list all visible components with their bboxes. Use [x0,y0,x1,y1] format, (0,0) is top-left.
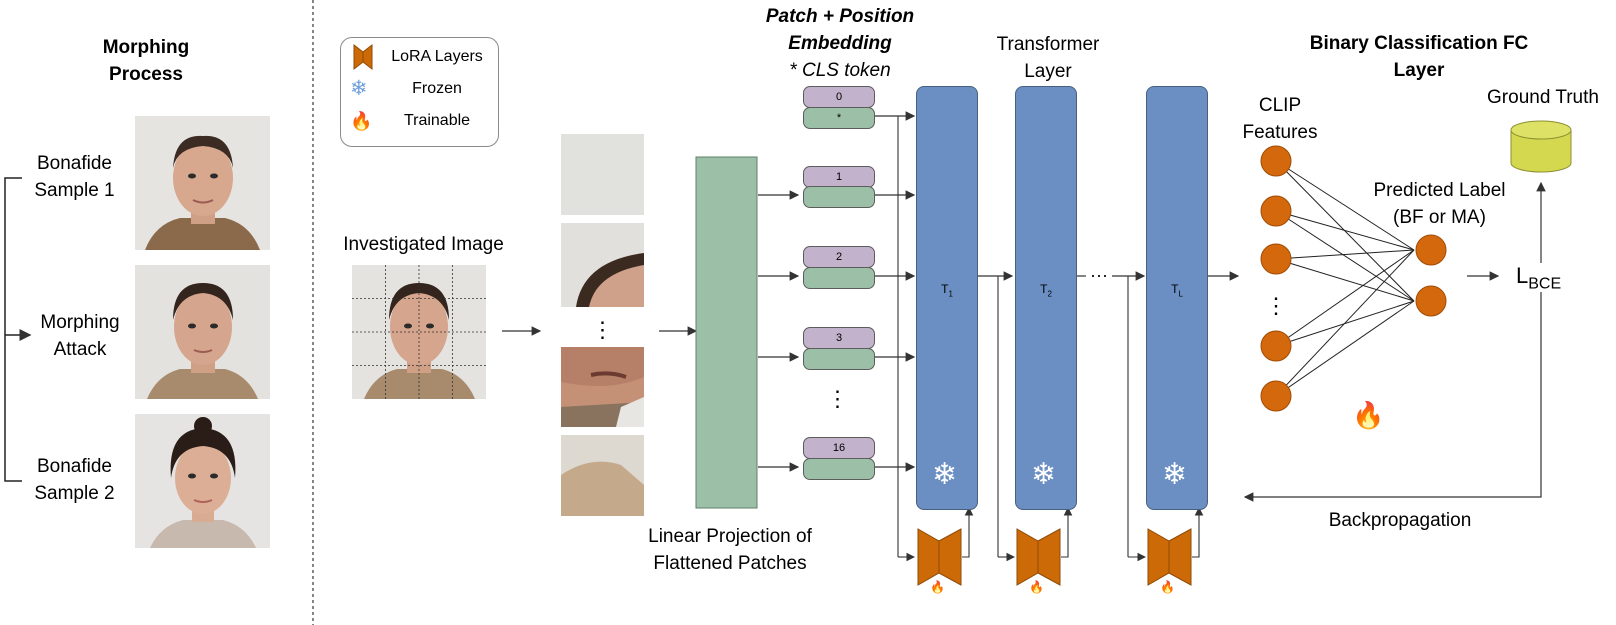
morphing-attack-label: Morphing Attack [40,312,120,360]
transformer-dots: ··· [1090,265,1108,285]
lora-icon [917,528,962,586]
position-token-16: 16 [803,437,875,459]
cls-token: * [803,107,875,129]
snowflake-icon: ❄ [350,77,368,100]
lora-icon [353,43,373,71]
patch-token-1 [803,186,875,208]
flame-icon: 🔥 [1160,580,1175,594]
morphed-face-image [135,265,270,399]
legend-row-frozen: ❄ Frozen [349,75,497,103]
snowflake-icon: ❄ [1162,458,1188,491]
linear-projection-label: Linear Projection of Flattened Patches [648,526,812,574]
snowflake-icon: ❄ [1031,458,1057,491]
patch-token-3 [803,348,875,370]
flame-icon: 🔥 [1352,400,1385,430]
flame-icon: 🔥 [930,580,945,594]
classification-title: Binary Classification FC Layer [1309,33,1529,81]
patch-image-1 [561,134,644,215]
lora-icon [1016,528,1061,586]
transformer-layer-L: TL ❄ [1146,86,1208,510]
legend-trainable-label: Trainable [403,112,471,129]
flame-icon: 🔥 [350,111,373,131]
bonafide-face-image-1 [135,116,270,250]
transformer-label-L: TL [1171,282,1183,299]
transformer-label-1: T1 [941,282,953,299]
patch-image-3 [561,347,644,427]
legend-row-trainable: 🔥 Trainable [349,107,497,135]
lora-icon [1147,528,1192,586]
position-token-3: 3 [803,327,875,349]
patch-ellipsis: ⋮ [591,317,614,342]
predicted-label: Predicted Label (BF or MA) [1373,180,1506,228]
morphing-title: Morphing Process [102,37,190,85]
token-ellipsis: ⋮ [826,386,849,411]
investigated-image-label: Investigated Image [343,234,504,255]
flame-icon: 🔥 [1029,580,1044,594]
position-token-2: 2 [803,246,875,268]
transformer-layer-2: T2 ❄ [1015,86,1077,510]
patch-image-2 [561,223,644,307]
legend-box: LoRA Layers ❄ Frozen 🔥 Trainable [340,37,499,147]
position-token-1: 1 [803,166,875,188]
patch-token-2 [803,267,875,289]
patch-token-16 [803,458,875,480]
cls-token-note: * CLS token [789,60,891,81]
transformer-label-2: T2 [1040,282,1052,299]
feature-ellipsis: ⋮ [1265,293,1287,318]
transformer-layer-1: T1 ❄ [916,86,978,510]
bonafide-sample-2-label: Bonafide Sample 2 [34,456,115,504]
bonafide-face-image-2 [135,414,270,548]
backpropagation-label: Backpropagation [1328,510,1472,531]
bce-loss-label: LBCE [1516,263,1562,293]
clip-features-label: CLIP Features [1242,95,1318,143]
legend-lora-label: LoRA Layers [391,48,483,65]
ground-truth-label: Ground Truth [1487,87,1599,108]
legend-row-lora: LoRA Layers [349,43,497,71]
patch-embedding-title: Patch + Position Embedding [765,6,915,54]
position-token-0: 0 [803,86,875,108]
investigated-image [352,265,486,399]
patch-image-4 [561,435,644,516]
snowflake-icon: ❄ [932,458,958,491]
legend-frozen-label: Frozen [412,80,462,97]
transformer-title: Transformer Layer [996,34,1100,82]
bonafide-sample-1-label: Bonafide Sample 1 [34,153,115,201]
